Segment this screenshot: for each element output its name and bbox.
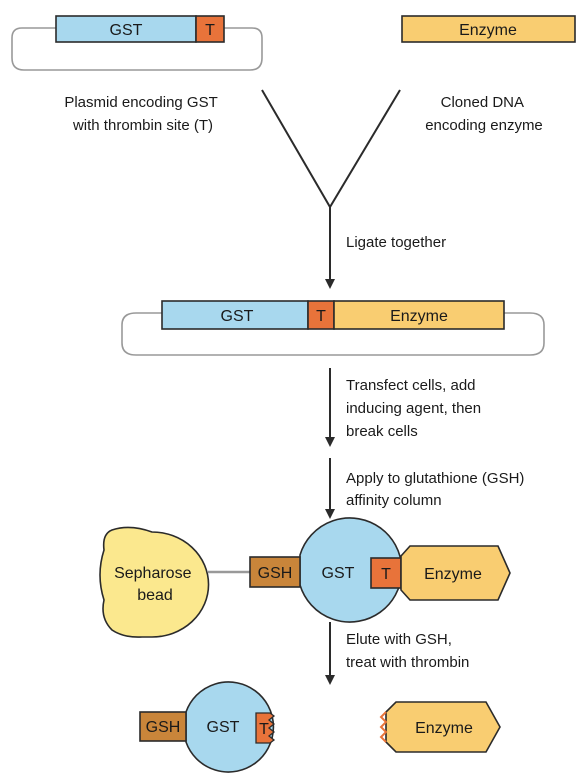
ligate-caption: Ligate together [346,234,446,251]
cleaved-thrombin-site-label: T [259,721,269,738]
enzyme-bound-label: Enzyme [424,566,482,583]
caption-line: bead [137,587,173,604]
caption-line: affinity column [346,492,442,509]
caption-line: inducing agent, then [346,400,481,417]
caption-line: Elute with GSH, [346,631,452,648]
transfect-caption: Transfect cells, add inducing agent, the… [346,377,485,440]
plasmid-backbone [11,27,263,71]
recombinant-plasmid: GST T Enzyme [121,300,545,356]
caption-line: treat with thrombin [346,654,469,671]
sepharose-bead-label: Sepharose bead [114,565,196,604]
gst-domain-released-label: GST [207,719,240,736]
released-enzyme: Enzyme [379,701,501,753]
gsh-ligand-released [139,711,187,742]
gsh-ligand-bound-label: GSH [258,565,293,582]
construct-thrombin-label: T [316,308,326,325]
construct-enzyme-label: Enzyme [390,308,448,325]
construct-gst-label: GST [221,308,254,325]
construct-backbone [121,312,545,356]
cleaved-thrombin-site [255,712,276,744]
gsh-ligand-released-label: GSH [146,719,181,736]
elute-caption: Elute with GSH, treat with thrombin [346,631,469,671]
caption-line: encoding enzyme [425,117,543,134]
sepharose-bead [99,526,210,638]
plasmid-caption: Plasmid encoding GST with thrombin site … [64,94,221,134]
enzyme-bound [400,545,511,601]
construct-gst-segment [161,300,309,330]
thrombin-site-label: T [205,22,215,39]
bound-complex: Sepharose bead GSH GST T Enzyme [99,517,511,638]
thrombin-site-segment [195,15,225,43]
apply-caption: Apply to glutathione (GSH) affinity colu… [346,470,529,509]
dna-caption: Cloned DNA encoding enzyme [425,94,543,134]
gst-segment-label: GST [110,22,143,39]
caption-line: Sepharose [114,565,191,582]
enzyme-dna: Enzyme [401,15,576,43]
gst-plasmid: GST T [11,15,263,71]
released-gst-gsh: GSH GST T [139,681,276,773]
caption-line: with thrombin site (T) [72,117,213,134]
gst-domain-bound-label: GST [322,565,355,582]
caption-line: Ligate together [346,234,446,251]
enzyme-released-label: Enzyme [415,720,473,737]
thrombin-site-bound-label: T [381,566,391,583]
enzyme-segment-label: Enzyme [459,22,517,39]
enzyme-segment [401,15,576,43]
merge-lines [261,89,401,209]
caption-line: Apply to glutathione (GSH) [346,470,524,487]
gst-domain-released [185,681,275,773]
construct-enzyme-segment [333,300,505,330]
gsh-ligand-bound [249,556,301,588]
enzyme-released [385,701,501,753]
caption-line: Plasmid encoding GST [64,94,217,111]
construct-thrombin-segment [307,300,335,330]
enzyme-cleaved-edge [379,711,388,743]
caption-line: Transfect cells, add [346,377,476,394]
caption-line: Cloned DNA [441,94,524,111]
caption-line: break cells [346,423,418,440]
